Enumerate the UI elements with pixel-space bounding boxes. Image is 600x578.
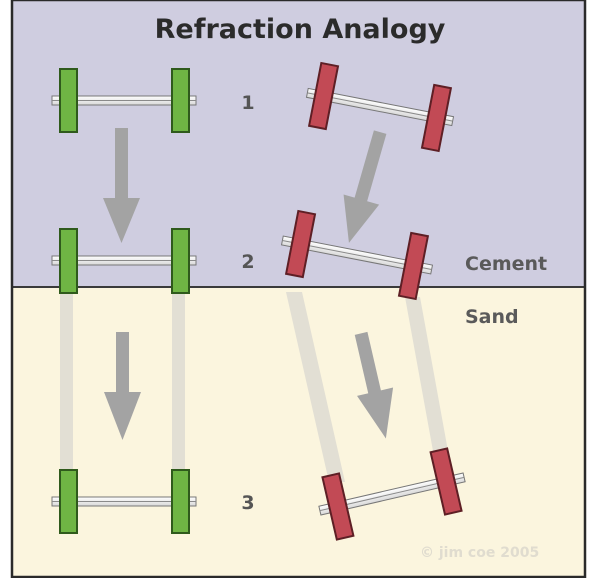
red-wheel (284, 209, 317, 279)
right-arrow-lower (354, 331, 394, 439)
green-wheel (59, 228, 78, 294)
right-axle-step-2 (280, 209, 434, 301)
step-label-1: 1 (241, 92, 254, 114)
red-wheel (420, 83, 453, 153)
right-axle-step-3 (318, 447, 466, 541)
left-arrow-upper (103, 128, 140, 243)
diagram-title: Refraction Analogy (155, 14, 446, 45)
left-axle-step-2 (51, 228, 197, 294)
diagram-border (10, 0, 587, 578)
green-wheel (59, 469, 78, 534)
left-wheel-tracks (60, 293, 185, 471)
green-wheel (171, 68, 190, 133)
step-label-3: 3 (241, 492, 254, 514)
right-wheel-tracks (286, 292, 450, 482)
left-arrow-lower (104, 332, 141, 440)
left-axle-step-3 (51, 469, 197, 534)
green-wheel (171, 228, 190, 294)
sand-label: Sand (465, 306, 519, 328)
red-wheel (307, 61, 340, 131)
step-label-2: 2 (241, 251, 254, 273)
red-wheel (321, 472, 355, 541)
right-arrow-upper (343, 130, 387, 243)
green-wheel (171, 469, 190, 534)
red-wheel (397, 231, 430, 301)
left-axle-step-1 (51, 68, 197, 133)
green-wheel (59, 68, 78, 133)
red-wheel (429, 447, 463, 516)
right-axle-step-1 (305, 61, 455, 153)
cement-label: Cement (465, 253, 547, 275)
copyright-credit: © jim coe 2005 (420, 545, 539, 561)
